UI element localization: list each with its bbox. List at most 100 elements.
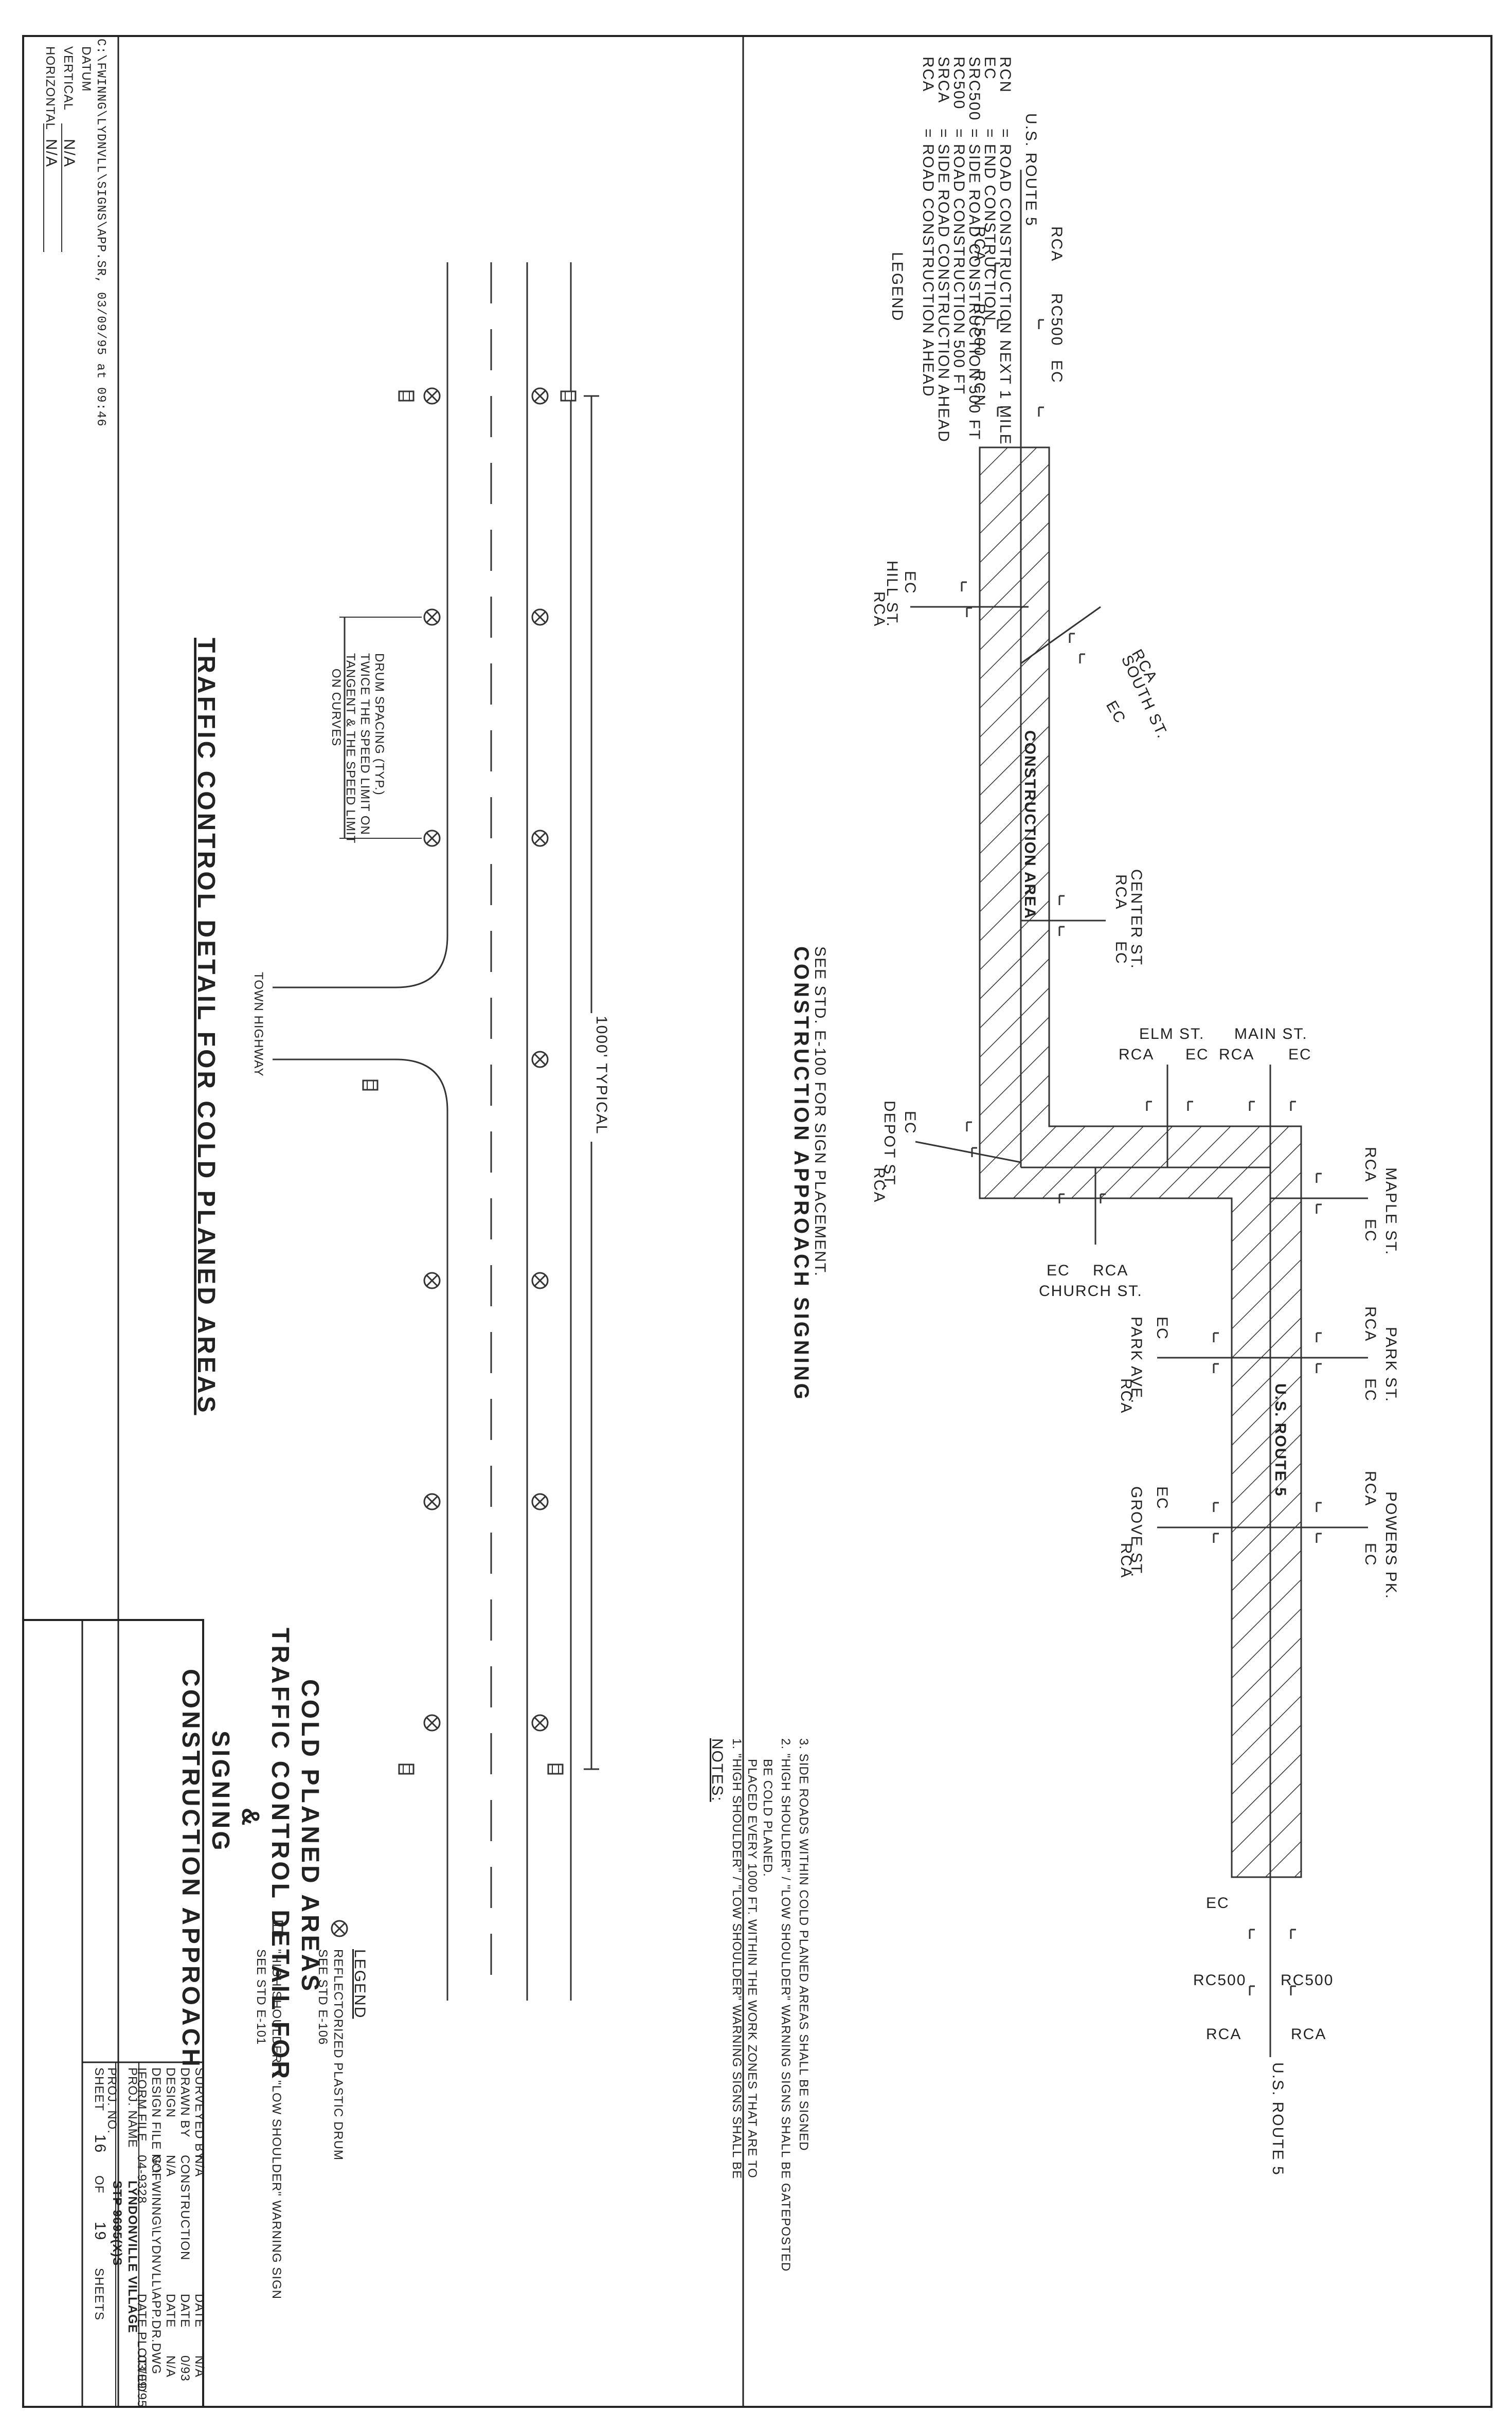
drum-spacing-line-2: TWICE THE SPEED LIMIT ON xyxy=(358,653,372,835)
sheet-of-label: OF xyxy=(92,2175,106,2193)
approach-legend-desc-5: = ROAD CONSTRUCTION NEXT 1 MILE xyxy=(997,129,1014,445)
title-line-1: CONSTRUCTION APPROACH xyxy=(177,1669,204,2069)
datum-block: DATUM VERTICAL N/A HORIZONTAL N/A xyxy=(43,46,93,252)
tb-row-label-0: SURVEYED BY xyxy=(192,2067,206,2161)
route-5-label-north: U.S. ROUTE 5 xyxy=(1022,113,1039,227)
sign-ec-3: EC xyxy=(1103,698,1129,727)
notes-title: NOTES: xyxy=(709,1738,726,1802)
approach-title: CONSTRUCTION APPROACH SIGNING xyxy=(790,946,813,1402)
tb-row-value-3: G:\FWINNG\LYDNVLL\APP.DR.DWG xyxy=(149,2155,163,2374)
detail-legend: LEGEND REFLECTORIZED PLASTIC DRUM SEE ST… xyxy=(254,1920,368,2299)
notes-block: NOTES: 1. "HIGH SHOULDER" / "LOW SHOULDE… xyxy=(709,1738,811,2272)
sign-rca-3: RCA xyxy=(871,591,888,627)
detail-diagram: TOWN HIGHWAY 1000' TYPICAL DRUM SPACING … xyxy=(192,262,610,2299)
drums-row-1 xyxy=(531,387,549,1732)
approach-legend-code-0: RCA xyxy=(920,57,937,92)
sign-rca-1: RCA xyxy=(1048,226,1065,262)
datum-label: DATUM xyxy=(79,46,93,92)
sheet-border xyxy=(22,35,1492,2408)
title-block-frame xyxy=(22,1619,204,2408)
title-line-4: TRAFFIC CONTROL DETAIL FOR xyxy=(266,1628,294,2081)
detail-legend-title: LEGEND xyxy=(351,1949,368,2019)
sign-rca-10: RCA xyxy=(1362,1147,1379,1182)
approach-legend-code-5: RCN xyxy=(997,57,1014,93)
sign-rca-13: RCA xyxy=(1118,1543,1135,1578)
park-ave-label: PARK AVE. xyxy=(1128,1317,1145,1404)
file-path-block: C:\FWINNG\LYDNVLL\SIGNS\APP.SR, 03/09/95… xyxy=(94,39,107,427)
sign-rca-14: RCA xyxy=(1362,1471,1379,1506)
sign-ec-9: EC xyxy=(1362,1219,1379,1243)
sign-ec-14: EC xyxy=(1206,1895,1230,1912)
sheet-total: 19 xyxy=(92,2222,109,2241)
tb-row-label-1: DRAWN BY xyxy=(178,2067,192,2137)
sign-ec-8: EC xyxy=(1288,1046,1312,1063)
proj-name: LYNDONVILLE VILLAGE xyxy=(125,2181,139,2333)
sheets-label: SHEETS xyxy=(92,2268,106,2320)
sheet-label: SHEET xyxy=(92,2067,106,2111)
sign-ec-12: EC xyxy=(1154,1486,1171,1510)
sign-ec-4: EC xyxy=(1112,941,1129,965)
note-line-0: 1. "HIGH SHOULDER" / "LOW SHOULDER" WARN… xyxy=(730,1738,744,2179)
note-line-3: 2. "HIGH SHOULDER" / "LOW SHOULDER" WARN… xyxy=(779,1738,793,2272)
datum-horizontal-value: N/A xyxy=(43,139,60,168)
approach-legend-code-4: EC xyxy=(981,57,998,80)
sign-rca-9: RCA xyxy=(1219,1046,1254,1063)
depot-st-line xyxy=(915,1141,1021,1163)
tb-row-date-4: 03/09/95 xyxy=(135,2355,149,2407)
title-line-2: SIGNING xyxy=(207,1731,234,1853)
proj-name-label: PROJ. NAME xyxy=(125,2067,139,2148)
detail-legend-sign-2: SEE STD E-101 xyxy=(254,1949,268,2045)
sign-rca-2: RCA xyxy=(971,226,988,262)
tb-row-label-3: DESIGN FILE NO. xyxy=(149,2067,163,2177)
approach-legend-desc-4: = END CONSTRUCTION xyxy=(981,129,998,321)
drum-spacing-line-1: DRUM SPACING (TYP.) xyxy=(372,653,386,796)
sign-ec-11: EC xyxy=(1362,1378,1379,1402)
sign-ec-2: EC xyxy=(902,571,919,595)
approach-legend-desc-1: = SIDE ROAD CONSTRUCTION AHEAD xyxy=(935,129,952,443)
title-line-5: COLD PLANED AREAS xyxy=(296,1679,323,1993)
sign-rc500-4: RC500 xyxy=(1281,1972,1334,1989)
drums-row-2 xyxy=(423,387,441,1732)
sign-rca-12: RCA xyxy=(1362,1306,1379,1342)
tb-row-date-label-0: DATE xyxy=(192,2294,206,2328)
sign-ec-5: EC xyxy=(902,1111,919,1135)
route-5-label-middle: U.S. ROUTE 5 xyxy=(1272,1383,1289,1497)
park-st-label: PARK ST. xyxy=(1382,1327,1399,1402)
tb-row-value-1: CONSTRUCTION xyxy=(178,2155,192,2260)
elm-st-label: ELM ST. xyxy=(1139,1025,1204,1042)
approach-legend-desc-3: = SIDE ROAD CONSTRUCTION 500 FT xyxy=(966,129,983,440)
sign-rca-6: RCA xyxy=(871,1167,888,1203)
approach-legend-desc-0: = ROAD CONSTRUCTION AHEAD xyxy=(920,129,937,398)
tb-row-value-0: N/A xyxy=(192,2155,206,2177)
approach-legend-desc-2: = ROAD CONSTRUCTION 500 FT xyxy=(950,129,967,395)
depot-st-label: DEPOT ST. xyxy=(881,1101,898,1189)
tb-row-date-0: N/A xyxy=(192,2355,206,2378)
tb-row-label-4: IFORM FILE xyxy=(135,2067,149,2142)
sign-ec-10: EC xyxy=(1154,1317,1171,1340)
tb-row-label-2: DESIGN xyxy=(164,2067,177,2118)
sign-rca-8: RCA xyxy=(1119,1046,1154,1063)
sign-ec-13: EC xyxy=(1362,1543,1379,1567)
sign-rc500-1: RC500 xyxy=(1048,293,1065,346)
tb-row-date-label-1: DATE xyxy=(178,2294,192,2328)
powers-pk-label: POWERS PK. xyxy=(1382,1491,1399,1599)
south-st-line xyxy=(1020,606,1101,664)
detail-legend-drum-1: REFLECTORIZED PLASTIC DRUM xyxy=(331,1949,345,2161)
note-line-1: PLACED EVERY 1000 FT. WITHIN THE WORK ZO… xyxy=(745,1759,759,2179)
approach-legend: LEGEND RCA= ROAD CONSTRUCTION AHEADSRCA=… xyxy=(889,57,1014,445)
sign-ec-6: EC xyxy=(1047,1262,1070,1279)
grove-st-label: GROVE ST. xyxy=(1128,1486,1145,1578)
title-line-3: & xyxy=(237,1808,264,1828)
maple-st-label: MAPLE ST. xyxy=(1382,1167,1399,1255)
datum-horizontal-label: HORIZONTAL xyxy=(43,46,57,130)
route-5-label-south: U.S. ROUTE 5 xyxy=(1269,2062,1286,2176)
datum-vertical-value: N/A xyxy=(61,139,78,168)
typical-dimension-label: 1000' TYPICAL xyxy=(593,1016,610,1135)
sign-ec-7: EC xyxy=(1185,1046,1209,1063)
detail-legend-sign-1: "HIGH SHOULDER" / "LOW SHOULDER" WARNING… xyxy=(269,1949,283,2299)
drum-spacing-note: DRUM SPACING (TYP.) TWICE THE SPEED LIMI… xyxy=(329,653,386,843)
construction-area xyxy=(979,446,1302,1878)
note-line-2: BE COLD PLANED. xyxy=(761,1759,775,1877)
